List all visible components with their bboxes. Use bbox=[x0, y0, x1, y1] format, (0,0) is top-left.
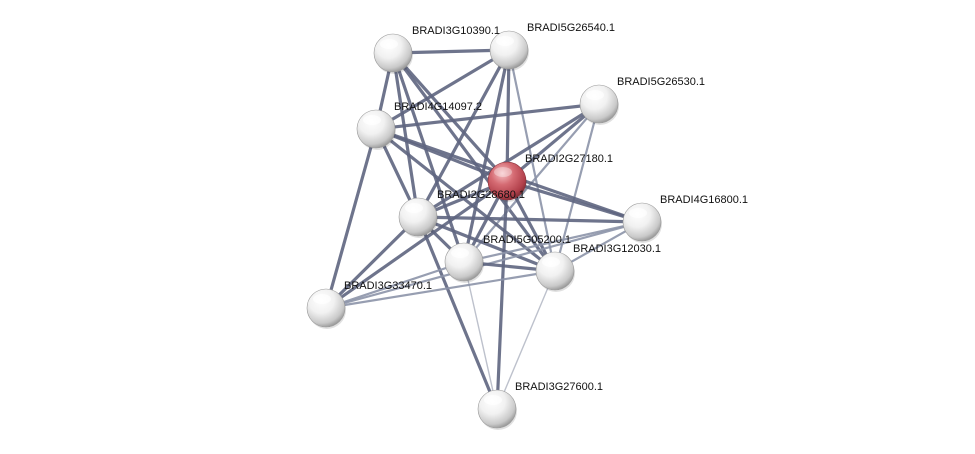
node-label-bradi4g14097-2: BRADI4G14097.2 bbox=[394, 101, 482, 113]
node-bradi2g28680-1[interactable] bbox=[398, 197, 438, 238]
edge-bradi3g12030-1-bradi3g27600-1 bbox=[496, 270, 556, 410]
node-bradi3g33470-1[interactable] bbox=[306, 288, 346, 329]
node-highlight bbox=[586, 90, 604, 100]
node-sphere bbox=[487, 161, 527, 201]
node-highlight bbox=[363, 115, 381, 125]
edge-bradi2g28680-1-bradi3g12030-1 bbox=[416, 215, 557, 273]
node-bradi4g14097-2[interactable] bbox=[356, 109, 396, 150]
edge-bradi3g10390-1-bradi5g26540-1 bbox=[391, 48, 511, 55]
edge-bradi5g26530-1-bradi2g28680-1 bbox=[416, 102, 601, 219]
edge-bradi5g26530-1-bradi2g27180-1 bbox=[505, 102, 601, 183]
labels-layer: BRADI3G10390.1 BRADI5G26540.1BRADI5G26530… bbox=[344, 22, 748, 393]
node-label-bradi2g27180-1: BRADI2G27180.1 bbox=[525, 153, 613, 165]
node-label-bradi5g05200-1: BRADI5G05200.1 bbox=[483, 234, 571, 246]
edge-bradi2g27180-1-bradi3g27600-1 bbox=[495, 179, 509, 411]
edge-bradi4g16800-1-bradi5g05200-1 bbox=[462, 220, 644, 264]
edge-bradi4g14097-2-bradi3g33470-1 bbox=[324, 127, 378, 310]
nodes-layer bbox=[306, 30, 662, 430]
node-bradi2g27180-1[interactable] bbox=[487, 161, 527, 202]
edge-bradi2g28680-1-bradi3g33470-1 bbox=[324, 215, 420, 310]
edge-bradi2g28680-1-bradi3g27600-1 bbox=[416, 215, 499, 411]
node-label-bradi3g10390-1: BRADI3G10390.1 bbox=[412, 25, 500, 37]
edge-bradi2g27180-1-bradi4g16800-1 bbox=[505, 179, 644, 224]
node-highlight bbox=[494, 167, 512, 177]
node-bradi4g16800-1[interactable] bbox=[622, 202, 662, 243]
node-highlight bbox=[313, 294, 331, 304]
edge-bradi2g28680-1-bradi4g16800-1 bbox=[416, 215, 644, 224]
node-highlight bbox=[542, 257, 560, 267]
node-highlight bbox=[451, 248, 469, 258]
node-label-bradi2g28680-1: BRADI2G28680.1 bbox=[437, 189, 525, 201]
node-highlight bbox=[380, 39, 398, 49]
node-label-bradi3g27600-1: BRADI3G27600.1 bbox=[515, 381, 603, 393]
node-bradi3g10390-1[interactable] bbox=[373, 33, 413, 74]
edge-bradi5g05200-1-bradi3g27600-1 bbox=[463, 261, 498, 410]
node-highlight bbox=[484, 395, 502, 405]
node-bradi5g26540-1[interactable] bbox=[489, 30, 529, 71]
edge-bradi5g26530-1-bradi4g14097-2 bbox=[374, 102, 601, 131]
edge-bradi2g27180-1-bradi3g33470-1 bbox=[324, 179, 509, 310]
edge-bradi3g12030-1-bradi3g33470-1 bbox=[324, 269, 557, 310]
node-label-bradi3g12030-1: BRADI3G12030.1 bbox=[573, 243, 661, 255]
node-highlight bbox=[405, 203, 423, 213]
node-bradi5g26530-1[interactable] bbox=[579, 84, 619, 125]
edge-bradi3g10390-1-bradi2g28680-1 bbox=[391, 51, 420, 219]
node-label-bradi4g16800-1: BRADI4G16800.1 bbox=[660, 194, 748, 206]
node-bradi3g27600-1[interactable] bbox=[477, 389, 517, 430]
node-bradi3g12030-1[interactable] bbox=[535, 251, 575, 292]
edge-bradi5g05200-1-bradi3g33470-1 bbox=[324, 260, 466, 310]
edge-bradi5g26540-1-bradi2g28680-1 bbox=[416, 48, 511, 219]
edge-bradi5g26540-1-bradi5g05200-1 bbox=[462, 48, 511, 264]
node-label-bradi3g33470-1: BRADI3G33470.1 bbox=[344, 280, 432, 292]
edge-bradi3g10390-1-bradi2g27180-1 bbox=[391, 51, 509, 183]
node-bradi5g05200-1[interactable] bbox=[444, 242, 484, 283]
edge-bradi5g26540-1-bradi4g14097-2 bbox=[374, 48, 511, 131]
node-label-bradi5g26540-1: BRADI5G26540.1 bbox=[527, 22, 615, 34]
node-highlight bbox=[496, 36, 514, 46]
node-highlight bbox=[629, 208, 647, 218]
node-label-bradi5g26530-1: BRADI5G26530.1 bbox=[617, 76, 705, 88]
edge-bradi3g10390-1-bradi5g05200-1 bbox=[391, 51, 466, 264]
edges-layer bbox=[324, 48, 644, 411]
